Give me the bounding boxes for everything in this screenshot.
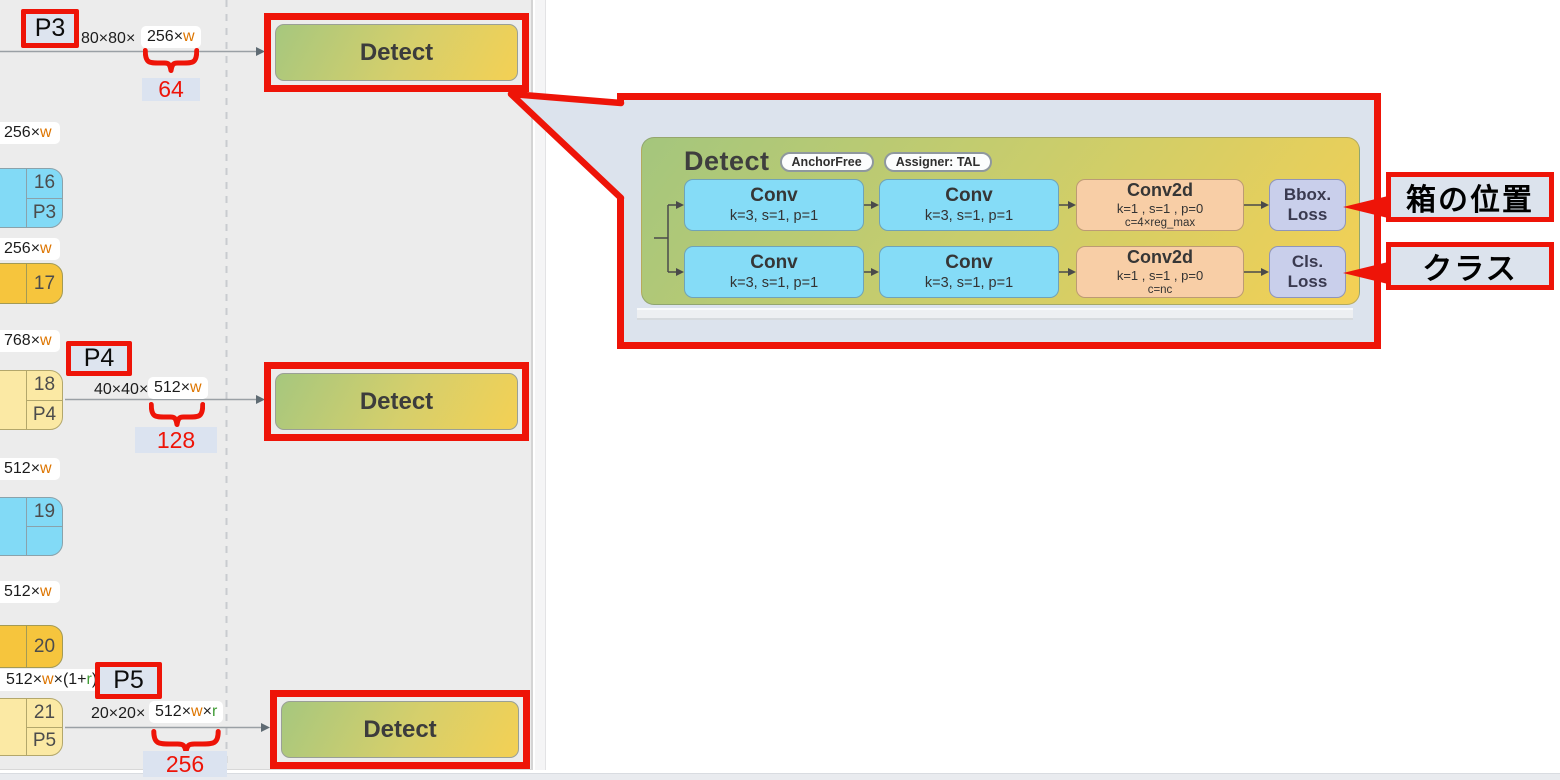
cls-loss-block: Cls. Loss xyxy=(1269,246,1346,298)
detect-node-label: Detect xyxy=(281,701,519,758)
block-channels: c=nc xyxy=(1147,283,1173,296)
block-title: Conv2d xyxy=(1126,179,1193,200)
detect-module-title: Detect xyxy=(684,146,770,176)
block-title: Bbox. xyxy=(1283,184,1332,204)
node-index: 16 xyxy=(33,172,56,194)
detect-detail-panel: Detect AnchorFree Assigner: TAL Conv k=3… xyxy=(617,93,1381,349)
node-body xyxy=(0,264,26,303)
block-subtitle: Loss xyxy=(1287,272,1328,291)
block-params: k=3, s=1, p=1 xyxy=(924,207,1014,224)
node-scale: P4 xyxy=(27,399,62,430)
block-title: Conv2d xyxy=(1126,246,1193,267)
conv-block-row1-1: Conv k=3, s=1, p=1 xyxy=(684,179,864,231)
feature-size-label: 512×w xyxy=(0,458,60,480)
page-bottom-strip xyxy=(0,773,1560,780)
block-params: k=1 , s=1 , p=0 xyxy=(1116,268,1204,284)
node-20: 20 xyxy=(0,625,63,668)
p4-channel-brace xyxy=(149,402,205,427)
block-title: Conv xyxy=(945,185,993,207)
block-title: Conv xyxy=(945,252,993,274)
node-16-p3: 16 P3 xyxy=(0,168,63,228)
assigner-tal-badge: Assigner: TAL xyxy=(883,151,993,172)
block-params: k=3, s=1, p=1 xyxy=(924,274,1014,291)
p5-dim-highlight: 512×w×r xyxy=(149,701,224,723)
block-channels: c=4×reg_max xyxy=(1124,216,1196,229)
feature-size-label: 256×w xyxy=(0,238,60,260)
node-body xyxy=(0,699,26,755)
node-19: 19 xyxy=(0,497,63,556)
detect-node-p5: Detect xyxy=(270,690,530,769)
p4-dim-prefix: 40×40× xyxy=(94,381,149,398)
node-body xyxy=(0,498,26,555)
p3-channel-brace xyxy=(143,48,199,73)
block-params: k=3, s=1, p=1 xyxy=(729,207,819,224)
conv-block-row2-1: Conv k=3, s=1, p=1 xyxy=(684,246,864,298)
node-index: 19 xyxy=(33,501,56,522)
module-connectors xyxy=(654,201,1269,276)
p4-scale-label: P4 xyxy=(66,341,132,376)
detect-module: Detect AnchorFree Assigner: TAL Conv k=3… xyxy=(641,137,1360,305)
feature-size-label: 768×w xyxy=(0,330,60,352)
block-title: Conv xyxy=(750,185,798,207)
detect-node-p4: Detect xyxy=(264,362,529,441)
node-index: 18 xyxy=(33,374,56,396)
block-title: Cls. xyxy=(1291,251,1324,271)
conv2d-block-bbox: Conv2d k=1 , s=1 , p=0 c=4×reg_max xyxy=(1076,179,1244,231)
canvas-edge-strip xyxy=(535,0,546,770)
p3-scale-label: P3 xyxy=(21,9,79,48)
node-scale xyxy=(27,526,62,555)
node-index: 21 xyxy=(33,701,56,723)
block-title: Conv xyxy=(750,252,798,274)
block-params: k=1 , s=1 , p=0 xyxy=(1116,201,1204,217)
p3-dim-prefix: 80×80× xyxy=(81,30,136,47)
node-18-p4: 18 P4 xyxy=(0,370,63,430)
node-body xyxy=(0,371,26,429)
p3-dim-highlight: 256×w xyxy=(141,26,201,48)
p4-dim-highlight: 512×w xyxy=(148,377,208,399)
p5-scale-label: P5 xyxy=(95,662,162,699)
p5-channel-count: 256 xyxy=(143,751,227,777)
callout-class: クラス xyxy=(1386,242,1554,290)
detect-node-p3: Detect xyxy=(264,13,529,92)
node-scale: P3 xyxy=(27,197,62,228)
feature-size-label: 256×w xyxy=(0,122,60,144)
conv2d-block-cls: Conv2d k=1 , s=1 , p=0 c=nc xyxy=(1076,246,1244,298)
block-subtitle: Loss xyxy=(1287,205,1328,224)
conv-block-row1-2: Conv k=3, s=1, p=1 xyxy=(879,179,1059,231)
node-scale: P5 xyxy=(27,726,62,756)
panel-screenshot-strip xyxy=(637,308,1353,320)
node-body xyxy=(0,626,26,667)
conv-block-row2-2: Conv k=3, s=1, p=1 xyxy=(879,246,1059,298)
anchorfree-badge: AnchorFree xyxy=(779,151,874,172)
detect-node-label: Detect xyxy=(275,24,518,81)
feature-size-label: 512×w xyxy=(0,581,60,603)
p4-channel-count: 128 xyxy=(135,427,217,453)
callout-box-position: 箱の位置 xyxy=(1386,172,1554,222)
block-params: k=3, s=1, p=1 xyxy=(729,274,819,291)
node-21-p5: 21 P5 xyxy=(0,698,63,756)
node-index: 17 xyxy=(33,272,56,294)
detect-node-label: Detect xyxy=(275,373,518,430)
node-index: 20 xyxy=(33,635,56,657)
node-17: 17 xyxy=(0,263,63,304)
feature-size-label: 512×w×(1+r) xyxy=(0,669,106,691)
node-body xyxy=(0,169,26,227)
bbox-loss-block: Bbox. Loss xyxy=(1269,179,1346,231)
p3-channel-count: 64 xyxy=(142,78,200,101)
p5-dim-prefix: 20×20× xyxy=(91,705,146,722)
